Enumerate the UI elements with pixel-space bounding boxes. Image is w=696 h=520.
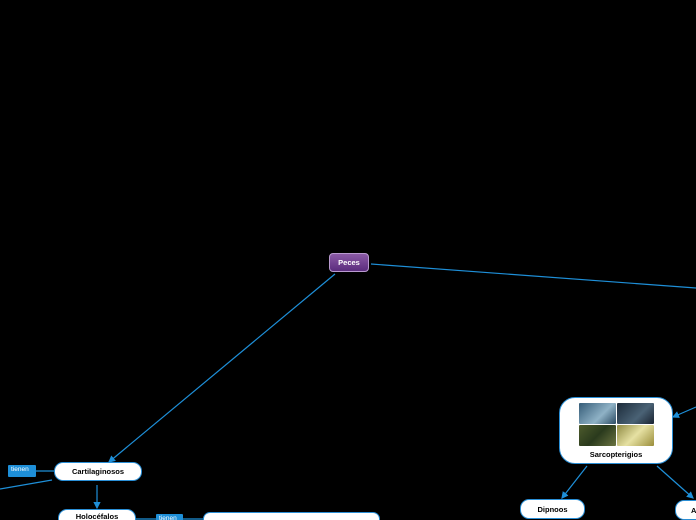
node-dipnoos-label: Dipnoos	[537, 504, 568, 514]
link-label-tienen[interactable]: tienen	[8, 465, 36, 477]
link-sarcopterigios-right	[656, 465, 694, 499]
link-cartilaginosos-left2	[0, 479, 53, 490]
link-label-tienen-holocefalos[interactable]: tienen	[156, 514, 183, 520]
node-cartilaginosos-label: Cartilaginosos	[71, 467, 125, 476]
fish-photo-3	[578, 424, 616, 446]
root-node-peces[interactable]: Peces	[329, 253, 369, 272]
fish-photo-2	[616, 402, 654, 424]
node-partial-right-label: A	[691, 505, 696, 515]
node-holocefalos-child[interactable]	[203, 512, 380, 520]
node-cartilaginosos[interactable]: Cartilaginosos	[54, 462, 142, 481]
link-sarcopterigios-dipnoos	[561, 465, 588, 499]
link-incoming-sarcopterigios	[671, 406, 696, 418]
link-peces-right	[370, 263, 696, 289]
root-node-label: Peces	[338, 258, 360, 267]
node-holocefalos-label: Holocéfalos	[75, 511, 119, 520]
node-holocefalos[interactable]: Holocéfalos	[58, 509, 136, 520]
node-dipnoos[interactable]: Dipnoos	[520, 499, 585, 519]
node-sarcopterigios[interactable]: Sarcopterigios	[559, 397, 673, 464]
node-sarcopterigios-label: Sarcopterigios	[589, 449, 643, 459]
fish-photo-4	[616, 424, 654, 446]
node-partial-right[interactable]: A	[675, 500, 696, 520]
fish-image-collage	[578, 402, 654, 446]
link-peces-cartilaginosos	[108, 273, 336, 463]
fish-photo-1	[578, 402, 616, 424]
